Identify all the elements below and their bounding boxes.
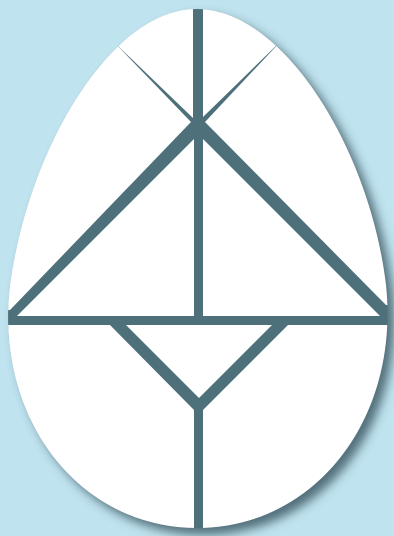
egg-puzzle xyxy=(0,0,394,536)
puzzle-board xyxy=(0,0,394,536)
